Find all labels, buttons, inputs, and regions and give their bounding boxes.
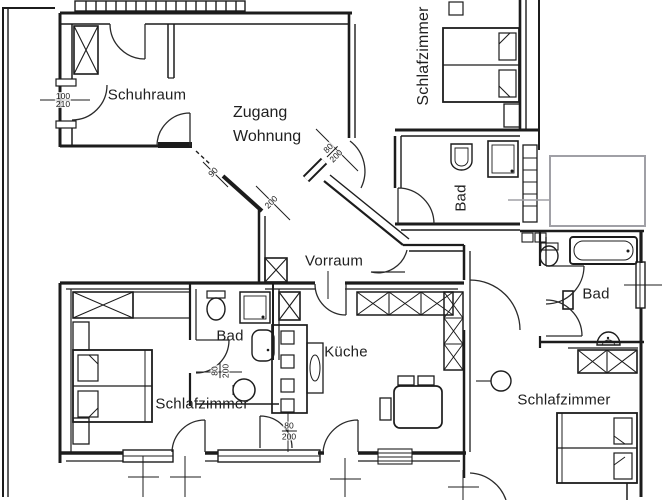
toilet-tank-right: [540, 242, 559, 251]
room-label-bad-center: Bad: [216, 327, 244, 345]
dimension-label-kueche-door: 80 200: [280, 420, 298, 442]
room-label-schlafzimmer-top: Schlafzimmer: [415, 6, 432, 106]
toilet-tank: [206, 290, 226, 299]
staircase: [74, 0, 246, 12]
fraction-bar: [281, 430, 297, 432]
shower-center-bad: [239, 291, 271, 324]
room-label-kueche: Küche: [324, 343, 368, 361]
shower-top-bad: [487, 140, 519, 178]
room-label-vorraum: Vorraum: [304, 252, 364, 270]
walls: [40, 0, 662, 500]
zugang-line2: Wohnung: [233, 128, 302, 145]
toilet-center-bad: [206, 297, 226, 321]
wardrobes: [72, 25, 638, 374]
kitchen-counter: [356, 291, 464, 371]
bathtub: [569, 236, 638, 265]
sink-top-bad: [450, 143, 473, 171]
bed-bottom-left: [72, 321, 153, 445]
dining-table: [379, 375, 443, 429]
dim-value: 100: [54, 91, 72, 101]
sink-right-bad: [596, 331, 621, 346]
windows: [122, 261, 646, 465]
page-border: [2, 7, 55, 497]
balcony-outline: [508, 155, 646, 227]
dim-value: 200: [220, 362, 231, 380]
room-label-zugang-wohnung: Zugang Wohnung: [233, 101, 301, 149]
room-label-bad-right: Bad: [582, 285, 610, 303]
room-label-schlafzimmer-left: Schlafzimmer: [155, 395, 249, 413]
dim-value: 210: [54, 99, 72, 109]
toilet-right-bad: [539, 245, 559, 267]
room-label-bad-top: Bad: [452, 184, 470, 212]
zugang-line1: Zugang: [233, 104, 288, 121]
column-circle: [476, 370, 512, 392]
dimension-label-schuhraum-door: 100 210: [54, 91, 72, 109]
sink-center-bad: [251, 329, 275, 362]
dim-value: 80: [209, 365, 220, 377]
dimension-label-bad-door: 80 200: [209, 362, 231, 380]
room-label-schlafzimmer-right: Schlafzimmer: [517, 391, 611, 409]
bath-top-fixtures: [450, 140, 538, 223]
dim-value: 80: [283, 420, 295, 431]
radiator: [522, 144, 538, 223]
bath-right-fixtures: [521, 232, 638, 346]
bath-center-fixtures: [206, 290, 275, 402]
door-arcs: [71, 23, 585, 500]
bed-top-right: [442, 1, 521, 128]
room-label-schuhraum: Schuhraum: [107, 86, 187, 104]
bed-bottom-right: [556, 412, 638, 484]
dim-value: 200: [280, 431, 298, 442]
kitchen-island: [271, 324, 324, 414]
